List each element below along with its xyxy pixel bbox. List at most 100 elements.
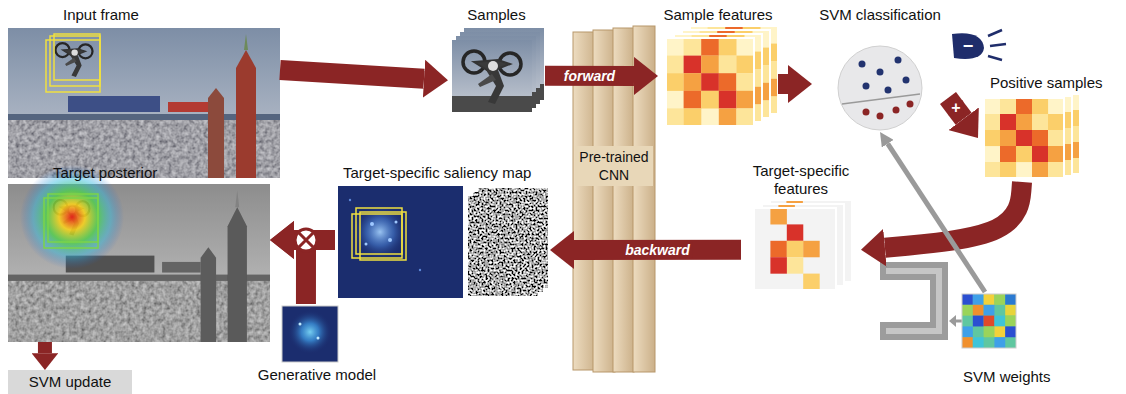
target-posterior-image [48, 194, 98, 242]
input-frame-image [50, 36, 100, 86]
svm-classifier [877, 69, 884, 76]
generative-model-image [282, 306, 338, 362]
positive-heatmap-stack [984, 98, 1064, 178]
feature-heatmap-stack [666, 26, 778, 126]
feature-selection-bracket [949, 315, 956, 327]
negative-paddle [988, 56, 1002, 60]
feature-selection-bracket [956, 320, 962, 323]
target-feature-stack [754, 200, 852, 290]
feature-selection-bracket [880, 262, 962, 340]
input-frame-image [8, 28, 280, 178]
node-title: Target posterior [53, 164, 157, 182]
multiply-symbol [295, 229, 317, 251]
svm-classifier [895, 57, 902, 64]
node-title: Pre-trained CNN [575, 146, 653, 186]
classifier-circle: SVM classification [812, 4, 948, 132]
sample-stack [452, 28, 544, 112]
svm-classifier [859, 61, 866, 68]
image-panel: Input frame [8, 4, 280, 180]
feature-panel: Target-specific features [741, 160, 861, 292]
negative-paddle [988, 30, 1002, 36]
saliency-map-image [352, 204, 408, 260]
multiply-symbol [295, 229, 317, 251]
feature-panel: Positive samples [978, 72, 1120, 182]
saliency-map-image [349, 199, 351, 201]
sample-stack [452, 40, 532, 112]
process-box: SVM update [8, 370, 132, 394]
negative-paddle [990, 44, 1006, 46]
edge-label: forward [561, 68, 618, 84]
svm-classifier [838, 46, 922, 130]
feature-panel: Sample features [658, 4, 778, 128]
svm-classifier [893, 107, 900, 114]
svm-weights-grid [962, 294, 1016, 348]
saliency-panel: Target-specific saliency map [335, 162, 550, 300]
svm-weights-grid [962, 294, 1016, 348]
target-posterior-image [44, 198, 98, 248]
target-feature-stack [754, 208, 836, 290]
flow-arrow [888, 144, 985, 292]
svm-classifier [903, 77, 910, 84]
node-title: Generative model [258, 366, 376, 384]
generative-model-image [299, 323, 302, 326]
input-frame-image [54, 34, 100, 80]
saliency-map-image [338, 186, 463, 298]
weights-panel: SVM weights [955, 292, 1075, 388]
node-title: SVM classification [819, 6, 941, 24]
negative-paddle [952, 30, 1006, 60]
target-posterior-image [8, 184, 270, 342]
saliency-map-image [365, 243, 368, 246]
generative-model-image [282, 306, 338, 362]
sign-label: − [963, 37, 974, 55]
flow-arrow [948, 98, 964, 119]
saliency-map-image [388, 238, 392, 242]
gradient-speckle-stack [468, 196, 538, 296]
svm-classifier [838, 46, 922, 130]
flow-arrow [545, 66, 634, 86]
cnn-layers [633, 26, 655, 372]
saliency-map-image [395, 221, 398, 224]
saliency-map-image [360, 212, 406, 260]
generative-model-image [317, 337, 320, 340]
node-title: Input frame [63, 6, 139, 24]
node-title: SVM update [29, 373, 112, 391]
edge-label: backward [622, 242, 693, 258]
node-title: Samples [467, 6, 525, 24]
multiply-symbol [299, 233, 313, 247]
svm-classifier [863, 109, 870, 116]
feature-selection-bracket [880, 262, 948, 340]
node-title: Positive samples [990, 74, 1103, 92]
gradient-speckle-stack [468, 188, 548, 296]
svm-classifier [863, 83, 870, 90]
flow-arrow [885, 182, 1022, 248]
image-panel: Target posterior [8, 162, 270, 342]
negative-paddle [952, 33, 984, 59]
saliency-map-image [356, 208, 402, 254]
flow-arrow [38, 342, 52, 353]
flow-arrow [280, 70, 424, 79]
node-title: Target-specific features [744, 162, 858, 198]
positive-heatmap-stack [984, 94, 1080, 178]
node-title: SVM weights [963, 368, 1051, 386]
model-panel: Generative model [252, 304, 382, 386]
saliency-map-image [419, 269, 421, 271]
svm-classifier [885, 87, 892, 94]
flow-arrow [574, 240, 741, 260]
flow-arrow [778, 74, 788, 94]
saliency-map-image [370, 222, 374, 226]
svm-classifier [907, 101, 914, 108]
saliency-map-image [352, 214, 402, 258]
edge-label: + [948, 100, 963, 116]
node-title: Target-specific saliency map [343, 164, 531, 182]
feature-selection-bracket [886, 268, 942, 334]
feature-heatmap-stack [666, 38, 754, 126]
node-title: Sample features [663, 6, 772, 24]
target-posterior-image [8, 165, 270, 342]
image-panel: Samples [448, 4, 545, 116]
saliency-map-image [338, 186, 463, 298]
svm-classifier [877, 113, 884, 120]
